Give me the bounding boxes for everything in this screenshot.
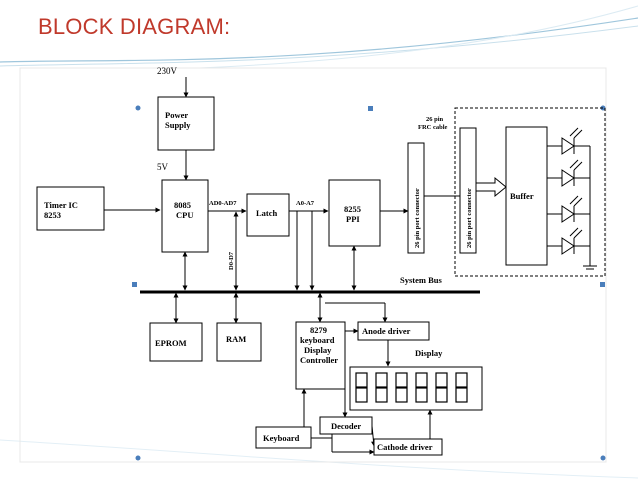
latch-label: Latch xyxy=(256,208,278,218)
latch-block xyxy=(246,193,290,237)
cathode-driver-block xyxy=(373,438,443,456)
selection-handle[interactable] xyxy=(132,282,137,287)
selection-handle[interactable] xyxy=(600,455,606,461)
cathode-driver-label: Cathode driver xyxy=(377,442,433,452)
selection-handle[interactable] xyxy=(135,105,141,111)
system-bus-label: System Bus xyxy=(400,275,442,285)
selection-handle[interactable] xyxy=(135,455,141,461)
decoder-block xyxy=(319,416,373,435)
ram-block xyxy=(216,322,262,362)
cpu-label: 8085 CPU xyxy=(174,200,193,220)
buffer-label: Buffer xyxy=(510,191,534,201)
keyboard-display-controller-block xyxy=(295,321,346,390)
eprom-block xyxy=(149,322,203,362)
ac-input-label: 230V xyxy=(157,66,178,76)
port-connector-1 xyxy=(407,142,425,254)
keyboard-label: Keyboard xyxy=(263,433,300,443)
keyboard-display-controller-label: 8279 keyboard Display Controller xyxy=(300,325,338,365)
dc-output-label: 5V xyxy=(157,162,169,172)
ad-bus-label: AD0-AD7 xyxy=(209,200,237,207)
data-flow-arrow xyxy=(475,176,507,198)
power-supply-block xyxy=(157,96,215,151)
buffer-block xyxy=(505,126,548,266)
seven-segment-display xyxy=(349,366,483,411)
slide-title: BLOCK DIAGRAM: xyxy=(38,14,231,39)
port-connector-1-label: 26 pin port connector xyxy=(414,188,421,248)
ppi-block xyxy=(328,179,381,247)
led-outputs xyxy=(547,127,597,270)
power-supply-label: Power Supply xyxy=(165,110,191,130)
eprom-label: EPROM xyxy=(155,338,187,348)
selection-handle[interactable] xyxy=(368,106,373,111)
display-label: Display xyxy=(415,348,443,358)
ram-label: RAM xyxy=(226,334,246,344)
frc-cable-label: 26 pin FRC cable xyxy=(418,116,448,131)
a-bus-label: A0-A7 xyxy=(296,200,315,207)
port-connector-2-label: 26 pin port connector xyxy=(466,188,473,248)
d-bus-label: D0-D7 xyxy=(228,251,235,270)
cpu-block xyxy=(161,179,209,253)
background-swoosh xyxy=(0,439,638,479)
image-frame xyxy=(19,67,607,463)
timer-block xyxy=(36,186,105,231)
anode-driver-label: Anode driver xyxy=(362,326,411,336)
background-swoosh xyxy=(0,25,638,67)
background-swoosh xyxy=(199,5,638,69)
decoder-label: Decoder xyxy=(331,421,361,431)
ppi-label: 8255 PPI xyxy=(344,204,363,224)
selection-handle[interactable] xyxy=(600,282,605,287)
timer-label: Timer IC 8253 xyxy=(44,200,80,220)
interface-board-boundary xyxy=(454,107,606,277)
